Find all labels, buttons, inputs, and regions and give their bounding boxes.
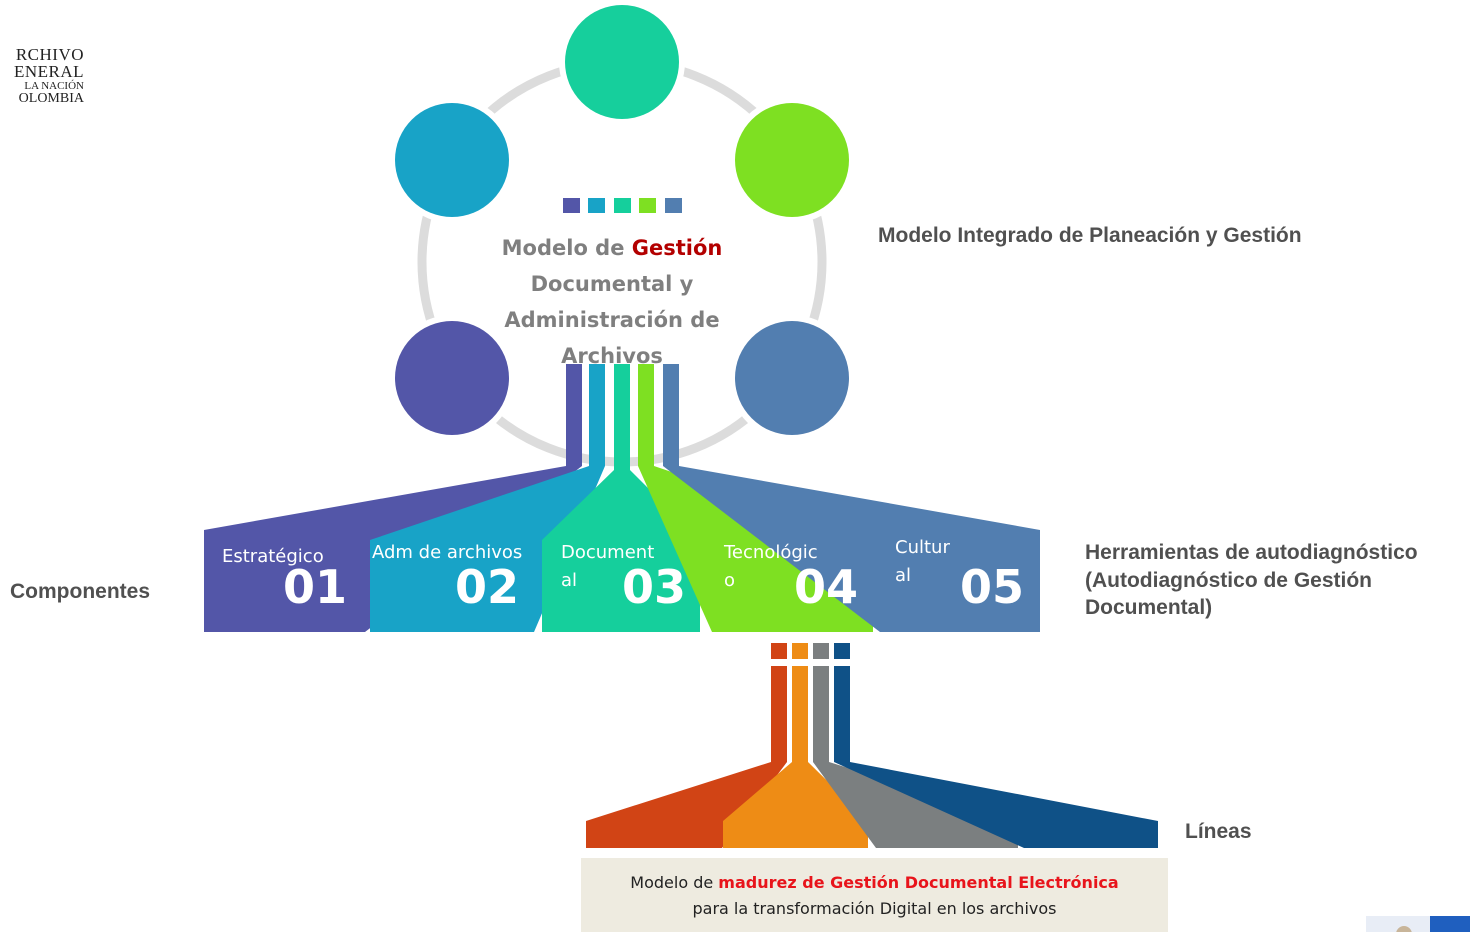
component-name-01: Estratégico — [222, 546, 324, 567]
logo-line-3: LA NACIÓN — [24, 79, 84, 92]
line-band-4 — [834, 666, 1158, 848]
caption-highlight: madurez de Gestión Documental Electrónic… — [718, 873, 1119, 892]
circle-right-upper — [735, 103, 849, 217]
band-05 — [663, 364, 1040, 632]
line-square-1 — [771, 643, 787, 659]
caption-line2: para la transformación Digital en los ar… — [692, 899, 1057, 918]
label-componentes: Componentes — [10, 580, 151, 603]
label-herramientas: Herramientas de autodiagnóstico (Autodia… — [1085, 541, 1418, 620]
corner-logo-fragment — [1366, 916, 1470, 932]
logo-line-1: RCHIVO — [15, 45, 84, 64]
center-title-part1: Modelo de — [501, 236, 632, 260]
center-title-part2: Documental y Administración de Archivos — [504, 272, 720, 368]
logo-line-2: ENERAL — [13, 62, 84, 82]
line-square-2 — [792, 643, 808, 659]
maturity-model-caption: Modelo de madurez de Gestión Documental … — [581, 858, 1168, 932]
component-number-04: 04 — [794, 560, 859, 614]
color-square-4 — [639, 198, 656, 213]
color-square-5 — [665, 198, 682, 213]
component-number-01: 01 — [283, 560, 348, 614]
band-03 — [542, 364, 700, 632]
component-name-02: Adm de archivos — [372, 542, 523, 563]
component-number-05: 05 — [960, 560, 1025, 614]
color-square-1 — [563, 198, 580, 213]
center-title-highlight: Gestión — [631, 236, 723, 260]
circle-top — [565, 5, 679, 119]
line-band-2 — [723, 666, 868, 848]
color-square-3 — [614, 198, 631, 213]
component-name-05: Cultur al — [895, 537, 950, 586]
caption-part1: Modelo de — [630, 873, 719, 892]
line-band-1 — [586, 666, 787, 848]
label-mipg: Modelo Integrado de Planeación y Gestión — [878, 224, 1302, 247]
line-band-3 — [813, 666, 1018, 848]
component-name-04: Tecnológic o — [724, 542, 818, 591]
band-01 — [204, 364, 582, 632]
line-square-3 — [813, 643, 829, 659]
circle-left-lower — [395, 321, 509, 435]
archivo-general-logo: RCHIVO ENERAL LA NACIÓN OLOMBIA — [0, 46, 84, 106]
logo-line-4: OLOMBIA — [18, 90, 84, 106]
component-number-02: 02 — [455, 560, 520, 614]
circle-left-upper — [395, 103, 509, 217]
label-lineas: Líneas — [1185, 820, 1252, 843]
center-title: Modelo de Gestión Documental y Administr… — [490, 230, 734, 374]
circle-right-lower — [735, 321, 849, 435]
component-number-03: 03 — [622, 560, 687, 614]
color-square-2 — [588, 198, 605, 213]
line-square-4 — [834, 643, 850, 659]
component-name-03: Document al — [561, 542, 655, 591]
